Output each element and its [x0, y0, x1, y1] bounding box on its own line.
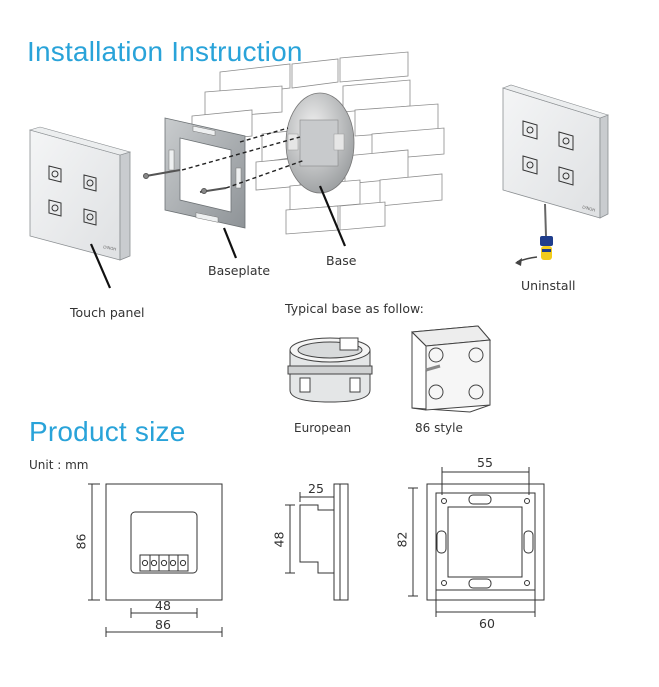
back-inner-width-dimension: 55: [477, 455, 493, 470]
base-box: [285, 92, 355, 194]
european-base-illustration: [287, 337, 373, 403]
brick-wall: [191, 51, 445, 235]
front-inner-width-dimension: 48: [155, 598, 171, 613]
european-label: European: [294, 421, 352, 435]
screwdriver-icon: [515, 203, 553, 266]
screws: [143, 169, 227, 194]
base-label: Base: [326, 253, 357, 268]
uninstall-label: Uninstall: [521, 278, 576, 293]
touch-panel-label: Touch panel: [70, 305, 145, 320]
terminal-block: [139, 554, 189, 572]
front-height-dimension: 86: [73, 533, 89, 550]
alignment-lines: [181, 127, 306, 189]
side-view: [285, 483, 349, 601]
baseplate: [164, 117, 246, 229]
typical-base-caption: Typical base as follow:: [285, 301, 424, 316]
panel-logo-right: LYNOH: [582, 204, 596, 212]
uninstall-panel: LYNOH: [502, 84, 609, 219]
back-height-dimension: 82: [394, 531, 410, 548]
panel-logo-left: LYNOH: [103, 244, 117, 252]
unit-label: Unit : mm: [29, 458, 89, 472]
86-style-base-illustration: [410, 325, 492, 413]
baseplate-label: Baseplate: [208, 263, 271, 278]
product-size-heading: Product size: [29, 416, 186, 447]
back-view: [408, 467, 545, 617]
side-height-dimension: 48: [271, 531, 287, 548]
86-style-label: 86 style: [415, 421, 463, 435]
callout-lines: [89, 185, 347, 289]
side-depth-dimension: 25: [308, 481, 324, 496]
installation-heading: Installation Instruction: [27, 36, 303, 67]
front-view: [88, 483, 223, 637]
back-outer-width-dimension: 60: [479, 616, 495, 631]
touch-panel: LYNOH: [28, 126, 132, 261]
front-outer-width-dimension: 86: [155, 617, 171, 632]
